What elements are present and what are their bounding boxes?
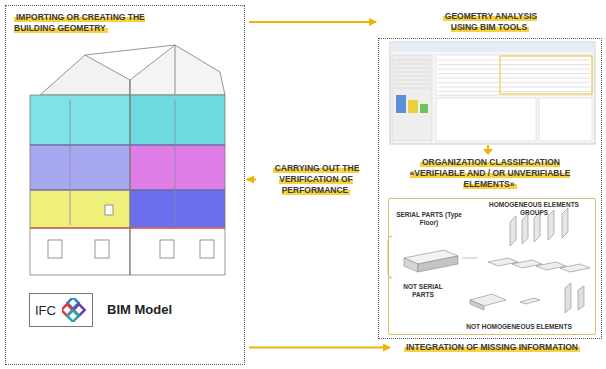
category-label: NOT SERIAL PARTS (393, 283, 453, 299)
category-label: SERIAL PARTS (Type Floor) (393, 211, 465, 227)
heading-text: INTEGRATION OF MISSING INFORMATION (392, 342, 592, 353)
screenshot-rows (394, 60, 590, 92)
logo-text: IFC (35, 303, 56, 318)
flow-arrow (249, 347, 390, 349)
heading-text: CARRYING OUT THE VERIFICATION OF PERFORM… (260, 163, 372, 196)
flow-arrow (483, 145, 493, 155)
heading-text: IMPORTING OR CREATING THE BUILDING GEOME… (14, 12, 164, 34)
panel-box: GEOMETRY ANALYSIS USING BIM TOOLS ORGANIZ… (378, 5, 602, 339)
ifc-logo-box: IFC (29, 293, 93, 327)
flow-arrow (249, 21, 376, 23)
category-label: HOMOGENEOUS ELEMENTS GROUPS (475, 201, 593, 217)
building-model (30, 45, 225, 275)
heading-text: GEOMETRY ANALYSIS USING BIM TOOLS (430, 11, 550, 33)
category-label: NOT HOMOGENEOUS ELEMENTS (449, 323, 589, 331)
step-label: CARRYING OUT THE VERIFICATION OF PERFORM… (260, 163, 372, 196)
flow-arrow (247, 179, 256, 181)
heading-text: ORGANIZATION CLASSIFICATION «VERIFIABLE … (400, 157, 580, 190)
software-screenshot (390, 42, 595, 144)
model-label: BIM Model (107, 302, 172, 317)
element-icons (388, 208, 590, 313)
step-label: INTEGRATION OF MISSING INFORMATION (392, 342, 592, 353)
classification-box: SERIAL PARTS (Type Floor) HOMOGENEOUS ELE… (388, 198, 596, 335)
step-label: ORGANIZATION CLASSIFICATION «VERIFIABLE … (400, 157, 580, 190)
ifc-logo (62, 298, 86, 322)
